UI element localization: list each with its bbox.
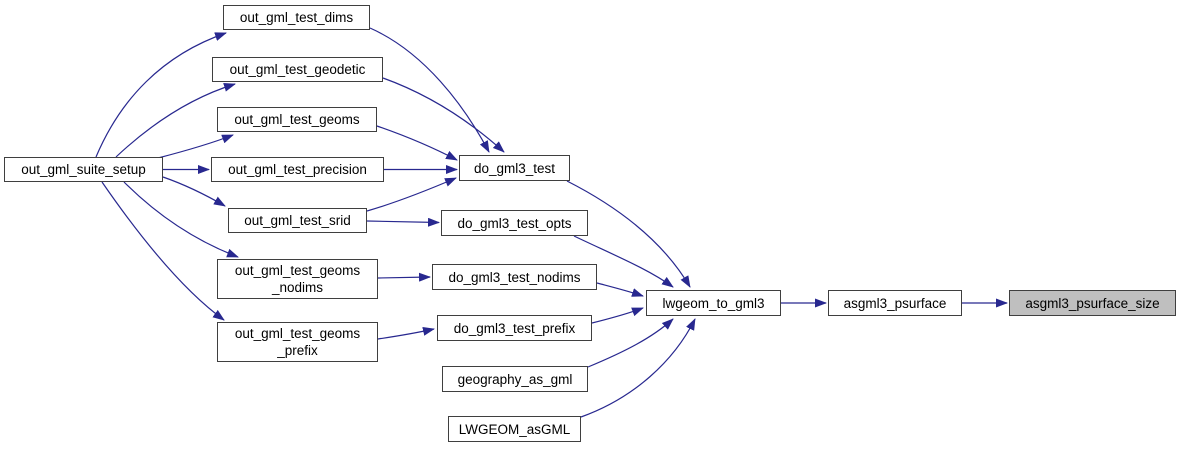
node-out_gml_test_geodetic[interactable]: out_gml_test_geodetic (212, 57, 383, 82)
edge-srid-to-do-opts (366, 217, 440, 227)
edge-setup-to-srid (162, 176, 226, 207)
edge-geography-to-lwgeom (587, 318, 674, 368)
node-out_gml_test_geoms_prefix[interactable]: out_gml_test_geoms _prefix (217, 322, 378, 362)
edge-geoms-nodims-to-do-nodims (377, 272, 431, 282)
node-out_gml_test_srid[interactable]: out_gml_test_srid (228, 208, 367, 233)
edge-setup-to-dims (95, 32, 227, 158)
edge-setup-to-geoms (157, 134, 234, 159)
edge-setup-to-geodetic (115, 82, 236, 158)
node-do_gml3_test_nodims[interactable]: do_gml3_test_nodims (432, 264, 597, 290)
edge-do-prefix-to-lwgeom (591, 307, 644, 324)
node-geography_as_gml[interactable]: geography_as_gml (442, 366, 588, 392)
edge-lwgeom-asgml-to-lwgeom (580, 318, 696, 418)
node-out_gml_test_precision[interactable]: out_gml_test_precision (211, 157, 384, 182)
edge-do-opts-to-lwgeom (573, 235, 674, 288)
edge-geoms-prefix-to-do-prefix (377, 326, 435, 340)
node-lwgeom_to_gml3[interactable]: lwgeom_to_gml3 (646, 290, 781, 316)
node-do_gml3_test[interactable]: do_gml3_test (459, 155, 570, 181)
node-do_gml3_test_opts[interactable]: do_gml3_test_opts (441, 210, 588, 236)
edge-dims-to-do-test (369, 27, 490, 153)
edge-srid-to-do-test (366, 177, 457, 212)
node-asgml3_psurface_size: asgml3_psurface_size (1009, 290, 1176, 316)
edge-setup-to-geoms-prefix (101, 181, 225, 321)
node-asgml3_psurface[interactable]: asgml3_psurface (828, 290, 962, 316)
node-out_gml_suite_setup[interactable]: out_gml_suite_setup (4, 157, 163, 182)
edge-geoms-to-do-test (376, 125, 458, 161)
edge-do-nodims-to-lwgeom (596, 282, 644, 297)
node-LWGEOM_asGML[interactable]: LWGEOM_asGML (448, 416, 581, 442)
node-out_gml_test_geoms[interactable]: out_gml_test_geoms (217, 107, 377, 132)
edge-geodetic-to-do-test (382, 77, 505, 153)
edge-setup-to-geoms-nodims (123, 181, 239, 258)
node-do_gml3_test_prefix[interactable]: do_gml3_test_prefix (437, 315, 592, 341)
node-out_gml_test_dims[interactable]: out_gml_test_dims (223, 5, 370, 30)
edge-do-test-to-lwgeom (566, 180, 691, 288)
node-out_gml_test_geoms_nodims[interactable]: out_gml_test_geoms _nodims (217, 259, 378, 299)
